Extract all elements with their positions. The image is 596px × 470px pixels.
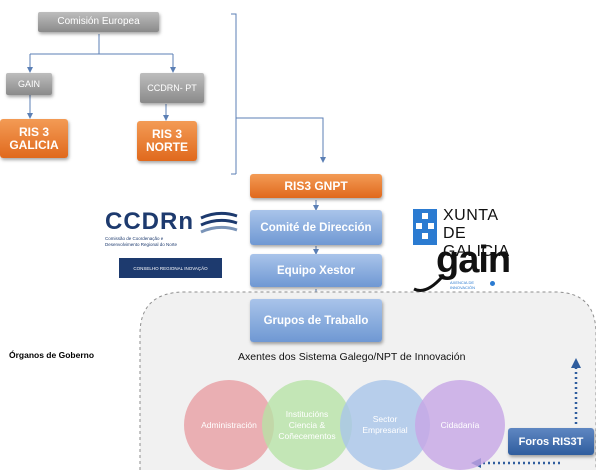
ris3-galicia-line2: GALICIA [9,137,59,152]
ccdrn-logo-sub1: Comissão de Coordenação e [105,236,164,241]
circle-institucions-line2: Ciencia & [288,419,326,430]
circle-cidadania-label: Cidadanía [440,419,480,430]
gain-box: GAIN [6,73,52,95]
circle-sector-line2: Empresarial [362,425,408,435]
gain-swoosh-icon [413,275,444,292]
ris3-norte-box: RIS 3 NORTE [137,121,197,161]
ccdrn-logo-sub2: Desenvolvimento Regional do Norte [105,242,178,247]
circle-administracion: Administración [184,380,274,470]
ccdrn-logo-title: CCDRn [105,208,194,235]
circle-administracion-label: Administración [201,419,257,430]
gain-logo-word: gain [436,239,511,281]
circle-institucions-line3: Coñecementos [278,430,336,441]
circle-sector-line1: Sector [372,414,398,424]
conselho-regional-badge: CONSELHO REGIONAL INOVAÇÃO [119,258,222,278]
ris3-gnpt-box: RIS3 GNPT [250,174,382,198]
ris3-norte-line1: RIS 3 [151,127,182,141]
ccdrn-waves-icon [200,211,238,234]
circle-cidadania: Cidadanía [415,380,505,470]
circle-institucions-line1: Institucións [285,408,329,419]
circle-institucions: Institucións Ciencia & Coñecementos [262,380,352,470]
ris3-galicia-line1: RIS 3 [18,124,49,139]
foros-ris3t-box: Foros RIS3T [508,428,594,455]
axentes-label: Axentes dos Sistema Galego/NPT de Innova… [238,351,466,363]
grupos-traballo-box: Grupos de Traballo [250,299,382,342]
gain-logo-sub1: AXENCIA DE [450,280,475,285]
xunta-logo-line1: XUNTA [443,207,499,224]
ris3-galicia-box: RIS 3 GALICIA [0,119,68,158]
ccdrn-pt-box: CCDRN- PT [140,73,204,103]
xunta-logo: XUNTA DE GALICIA [413,207,533,260]
ccdrn-logo: CCDRn Comissão de Coordenação e Desenvol… [105,208,240,250]
comision-europea-box: Comisión Europea [38,12,159,32]
gain-logo-sub2: INNOVACIÓN [450,285,476,290]
xunta-flag-icon [413,209,437,245]
organos-label: Órganos de Goberno [9,350,95,360]
gain-logo: gain AXENCIA DE INNOVACIÓN [412,239,512,295]
comite-direccion-box: Comité de Dirección [250,210,382,245]
ris3-norte-line2: NORTE [146,140,188,154]
equipo-xestor-box: Equipo Xestor [250,254,382,287]
gain-dot-icon [490,281,495,286]
xunta-logo-line2: DE GALICIA [443,225,510,260]
